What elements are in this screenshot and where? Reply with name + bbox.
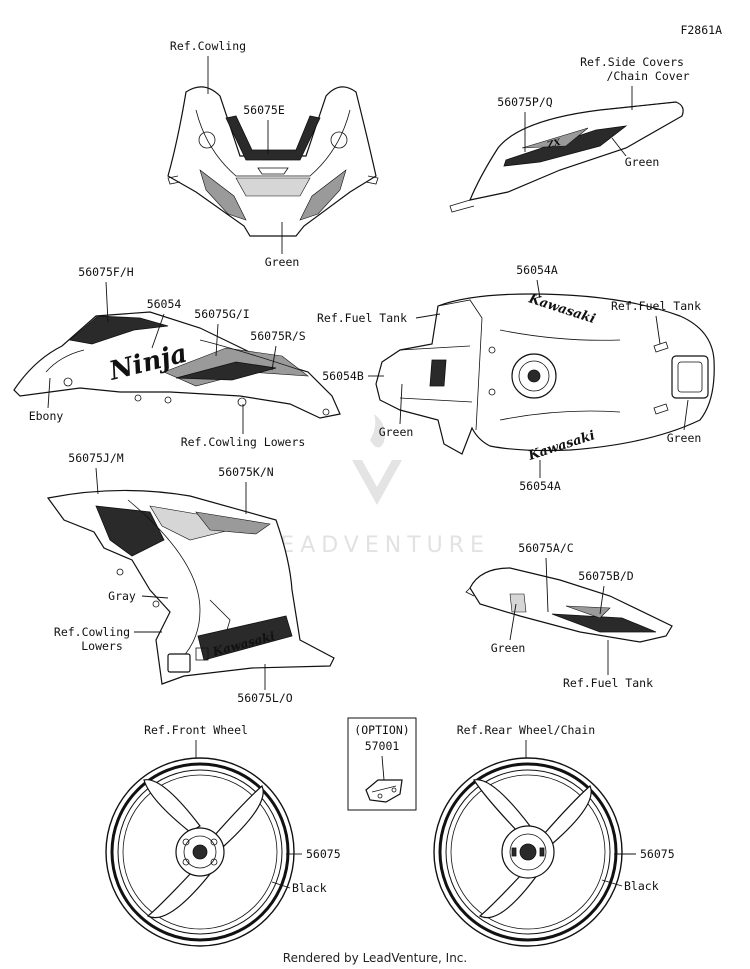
label-56075E: 56075E [243,103,285,117]
label-56075FH: 56075F/H [78,265,133,279]
label-ref-fuel-tank-right: Ref.Fuel Tank [611,299,701,313]
label-black-rear: Black [624,879,659,893]
label-gray: Gray [108,589,136,603]
label-56054-cowl: 56054 [147,297,182,311]
label-56075AC: 56075A/C [518,541,573,555]
label-ref-side-covers: Ref.Side Covers [580,55,684,69]
label-black-front: Black [292,881,327,895]
rear-wheel-part [433,757,623,947]
label-56075GI: 56075G/I [194,307,249,321]
label-green-upper: Green [265,255,300,269]
label-56054A-bottom: 56054A [519,479,561,493]
label-green-tail: Green [625,155,660,169]
upper-cowling-part [167,86,379,237]
label-option: (OPTION) [354,723,409,737]
label-ref-cowling-lowers-top: Ref.Cowling Lowers [181,435,306,449]
label-ref-cowling-lowers-mid: Ref.Cowling [54,625,130,639]
label-56075RS: 56075R/S [250,329,305,343]
label-56075KN: 56075K/N [218,465,273,479]
side-cowling-part: Ninja [13,311,341,419]
fuel-tank-part: Kawasaki Kawasaki [375,291,715,464]
label-ref-rear-wheel: Ref.Rear Wheel/Chain [457,723,595,737]
tail-side-cover-part: ZX [449,101,684,213]
label-ebony: Ebony [29,409,64,423]
label-56075PQ: 56075P/Q [497,95,552,109]
watermark-logo [352,414,402,505]
label-56075-front: 56075 [306,847,341,861]
label-green-cover: Green [491,641,526,655]
label-ref-front-wheel: Ref.Front Wheel [144,723,248,737]
watermark-text: LEADVENTURE [262,533,490,558]
middle-fairing-part: Kawasaki [46,489,335,685]
option-box [347,717,417,811]
label-56075-rear: 56075 [640,847,675,861]
label-green-tank-right: Green [667,431,702,445]
label-56054B: 56054B [322,369,364,383]
label-56054A-top: 56054A [516,263,558,277]
label-ref-fuel-tank-left: Ref.Fuel Tank [317,311,407,325]
footer-credit: Rendered by LeadVenture, Inc. [283,951,467,965]
label-57001: 57001 [365,739,400,753]
label-green-tank-left: Green [379,425,414,439]
tank-side-cover-part [465,567,673,643]
diagram-code: F2861A [680,23,722,37]
label-ref-fuel-tank-bottom: Ref.Fuel Tank [563,676,653,690]
decal-zx-text: ZX [545,138,563,151]
label-lowers-mid: Lowers [81,639,123,653]
label-ref-cowling: Ref.Cowling [170,39,246,53]
front-wheel-part [105,757,295,947]
label-56075LO: 56075L/O [237,691,292,705]
label-56075BD: 56075B/D [578,569,633,583]
label-chain-cover: /Chain Cover [606,69,689,83]
label-56075JM: 56075J/M [68,451,123,465]
